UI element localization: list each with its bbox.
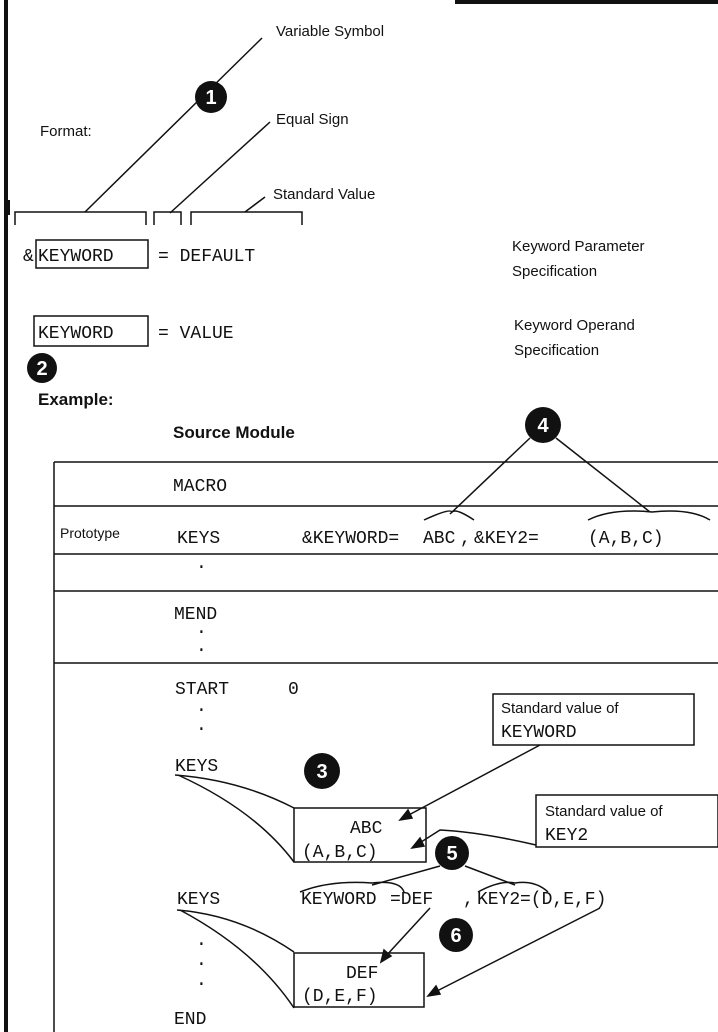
std-key2-note-line1: Standard value of bbox=[545, 803, 663, 820]
std-key2-note-box bbox=[535, 794, 718, 848]
callout-3: 3 bbox=[304, 753, 340, 789]
param-spec-line2: Specification bbox=[512, 263, 597, 280]
callout-1: 1 bbox=[195, 81, 227, 113]
start-statement: START bbox=[175, 680, 229, 700]
param-default: = DEFAULT bbox=[158, 247, 255, 267]
expansion-box-2-line2: (D,E,F) bbox=[302, 987, 378, 1007]
continuation-dot: . bbox=[196, 716, 207, 736]
continuation-dot: . bbox=[196, 971, 207, 991]
continuation-dot: . bbox=[196, 951, 207, 971]
source-module-label: Source Module bbox=[173, 423, 295, 442]
call2-keyword: KEYWORD bbox=[301, 890, 377, 910]
callout-4: 4 bbox=[525, 407, 561, 443]
proto-keyword-operand: &KEYWORD= bbox=[302, 529, 399, 549]
start-value: 0 bbox=[288, 680, 299, 700]
format-leader-lines bbox=[14, 37, 303, 225]
operand-keyword: KEYWORD bbox=[38, 324, 114, 344]
callout-4-leaders bbox=[423, 437, 711, 521]
operand-value: = VALUE bbox=[158, 324, 234, 344]
proto-abc: ABC bbox=[423, 529, 456, 549]
variable-symbol-label: Variable Symbol bbox=[276, 23, 384, 40]
expansion-box-1-line1: ABC bbox=[350, 819, 383, 839]
std-keyword-note-box bbox=[492, 693, 695, 746]
end-statement: END bbox=[174, 1010, 206, 1030]
continuation-dot: . bbox=[196, 619, 207, 639]
proto-comma: , bbox=[460, 529, 471, 549]
standard-value-label: Standard Value bbox=[273, 186, 375, 203]
equal-sign-label: Equal Sign bbox=[276, 111, 349, 128]
keys-call-2-expansion-lines bbox=[176, 909, 295, 1009]
callout-5: 5 bbox=[435, 836, 469, 870]
operand-spec-line2: Specification bbox=[514, 342, 599, 359]
continuation-dot: . bbox=[196, 554, 207, 574]
svg-text:4: 4 bbox=[537, 415, 549, 437]
call2-comma: , bbox=[463, 890, 474, 910]
std-keyword-note-line1: Standard value of bbox=[501, 700, 619, 717]
keys-call-1-expansion-lines bbox=[174, 774, 295, 863]
def-arrow bbox=[379, 907, 431, 964]
source-module-table bbox=[53, 461, 718, 1032]
keys-call-2: KEYS bbox=[177, 890, 220, 910]
continuation-dot: . bbox=[196, 637, 207, 657]
std-key2-arrow bbox=[410, 829, 537, 850]
operand-keyword-box bbox=[33, 315, 149, 347]
prototype-label: Prototype bbox=[60, 525, 120, 541]
svg-text:1: 1 bbox=[205, 87, 216, 109]
continuation-dot: . bbox=[196, 931, 207, 951]
continuation-dot: . bbox=[196, 697, 207, 717]
page-frame bbox=[4, 0, 718, 1032]
param-keyword-box bbox=[35, 239, 149, 269]
def-list-arrow bbox=[426, 907, 601, 998]
param-keyword: KEYWORD bbox=[38, 247, 114, 267]
call2-values: =(D,E,F) bbox=[520, 890, 606, 910]
svg-text:5: 5 bbox=[446, 843, 457, 865]
proto-key2: &KEY2= bbox=[474, 529, 539, 549]
svg-text:6: 6 bbox=[450, 925, 461, 947]
std-keyword-note-line2: KEYWORD bbox=[501, 723, 577, 743]
std-key2-note-line2: KEY2 bbox=[545, 826, 588, 846]
proto-keys: KEYS bbox=[177, 529, 220, 549]
mend-statement: MEND bbox=[174, 605, 217, 625]
svg-text:2: 2 bbox=[36, 358, 47, 380]
call2-eq-def: =DEF bbox=[390, 890, 433, 910]
expansion-box-1-line2: (A,B,C) bbox=[302, 843, 378, 863]
svg-text:3: 3 bbox=[316, 761, 327, 783]
callout-5-leaders bbox=[299, 865, 549, 893]
expansion-box-2 bbox=[293, 952, 425, 1008]
keys-call-1: KEYS bbox=[175, 757, 218, 777]
callout-6: 6 bbox=[439, 918, 473, 952]
std-keyword-arrow bbox=[398, 744, 541, 822]
expansion-box-2-line1: DEF bbox=[346, 964, 378, 984]
proto-abc-list: (A,B,C) bbox=[588, 529, 664, 549]
callout-2: 2 bbox=[27, 353, 57, 383]
call2-key2: KEY2 bbox=[477, 890, 520, 910]
param-ampersand: & bbox=[23, 247, 34, 267]
param-spec-line1: Keyword Parameter bbox=[512, 238, 645, 255]
example-label: Example: bbox=[38, 390, 114, 409]
macro-statement: MACRO bbox=[173, 477, 227, 497]
operand-spec-line1: Keyword Operand bbox=[514, 317, 635, 334]
format-label: Format: bbox=[40, 123, 92, 140]
